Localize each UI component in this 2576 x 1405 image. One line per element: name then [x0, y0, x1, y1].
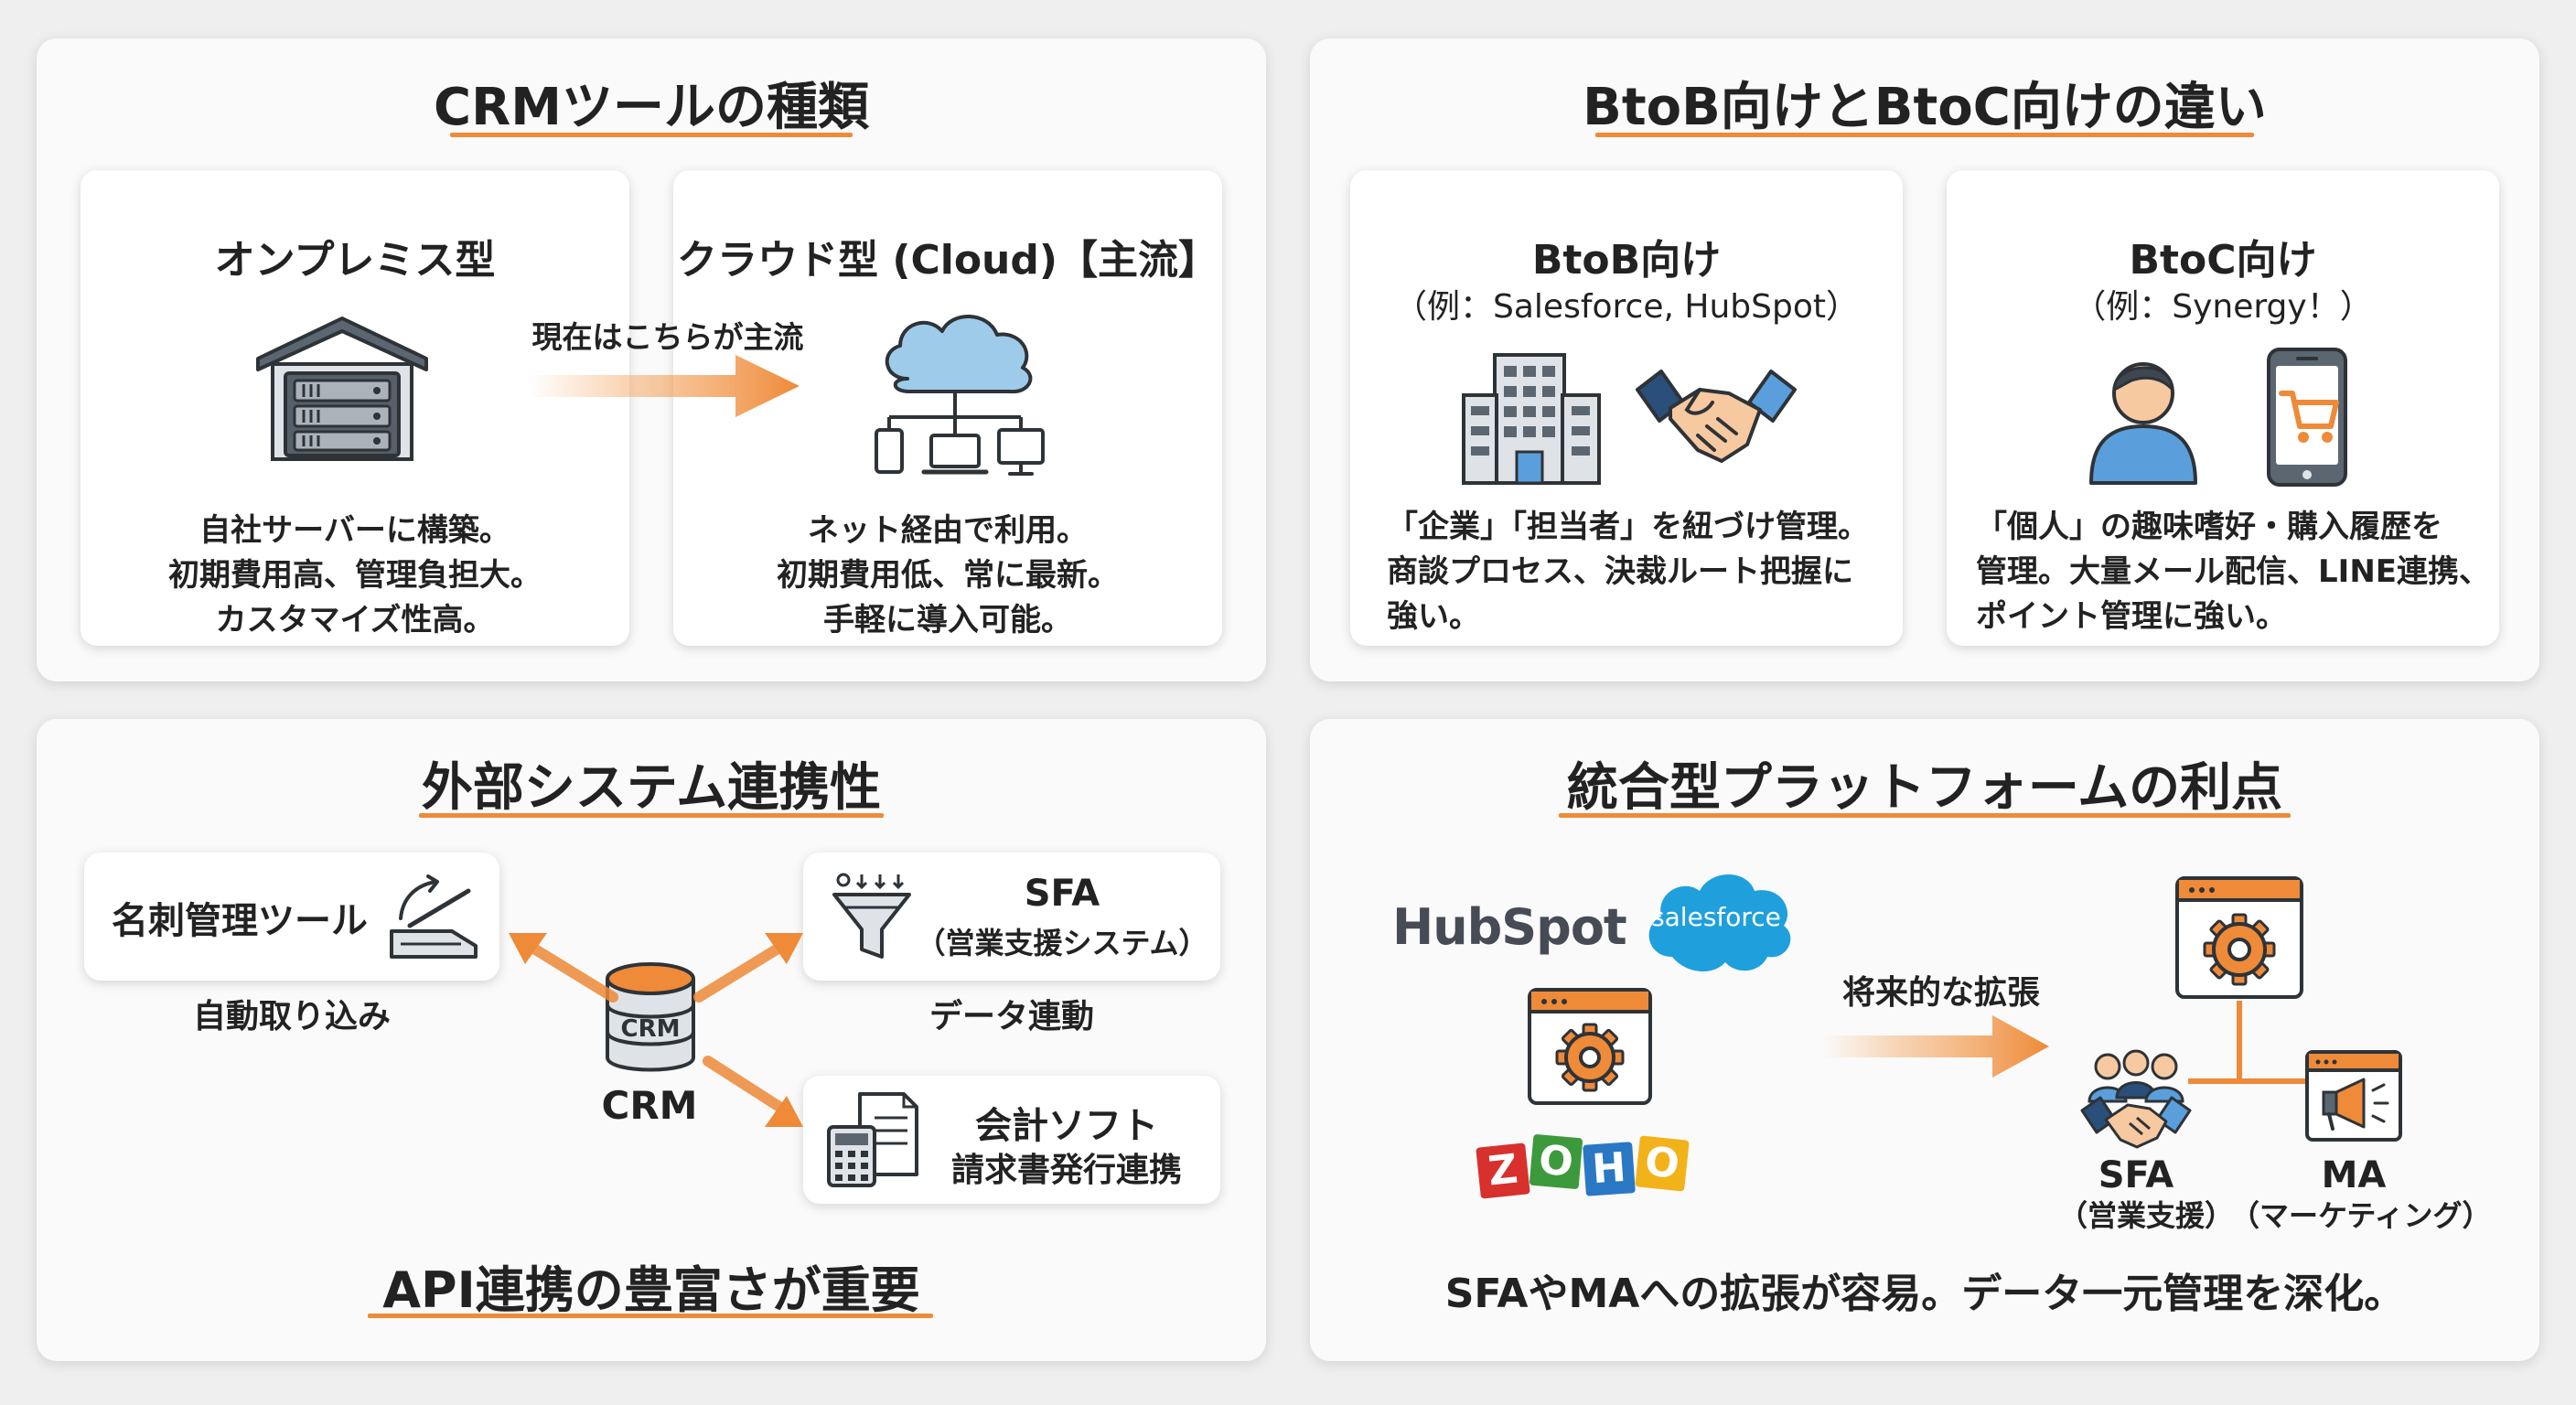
office-building-icon: [1462, 353, 1601, 485]
accounting-icon: [827, 1092, 918, 1187]
handshake-icon: [1636, 370, 1797, 463]
btob-description: 「企業」「担当者」を紐づけ管理。 商談プロセス、決裁ルート把握に 強い。: [1387, 505, 1869, 639]
btob-card: BtoB向け （例：Salesforce, HubSpot） 「企業」「担当者」…: [1350, 170, 1903, 646]
panel-crm-types: CRMツールの種類 オンプレミス型 自社サーバーに構築。 初期費用高、管: [37, 38, 1266, 681]
panel-integration: 外部システム連携性 名刺管理ツール 自動取り込み SFA （営業支援システム） …: [37, 719, 1266, 1361]
title-underline: [450, 133, 853, 137]
desc-line: 「企業」「担当者」を紐づけ管理。: [1387, 509, 1869, 545]
onprem-description: 自社サーバーに構築。 初期費用高、管理負担大。 カスタマイズ性高。: [80, 509, 629, 643]
cloud-description: ネット経由で利用。 初期費用低、常に最新。 手軽に導入可能。: [673, 509, 1222, 643]
arrow-label-expansion: 将来的な拡張: [1841, 974, 2040, 1012]
desc-line: 「個人」の趣味嗜好・購入履歴を: [1976, 509, 2442, 545]
panel-btob-btoc: BtoB向けとBtoC向けの違い BtoB向け （例：Salesforce, H…: [1310, 38, 2539, 681]
btoc-card: BtoC向け （例：Synergy！） 「個人」の趣味嗜好・購入履歴を 管理。大…: [1947, 170, 2499, 646]
crm-label: CRM: [601, 1083, 698, 1128]
cloud-devices-icon: [875, 315, 1045, 476]
footer-underline: [368, 1314, 933, 1318]
meishi-caption: 自動取り込み: [192, 998, 391, 1035]
platform-footer: SFAやMAへの拡張が容易。データ一元管理を深化。: [1444, 1271, 2405, 1317]
onprem-title: オンプレミス型: [214, 237, 496, 284]
arrow-to-meishi: [509, 933, 618, 1003]
zoho-letter: O: [1635, 1135, 1690, 1192]
scanner-icon: [390, 874, 478, 959]
platform-sfa-title: SFA: [2098, 1154, 2174, 1196]
panel-platform: 統合型プラットフォームの利点 HubSpot salesforce Z: [1310, 719, 2539, 1361]
expansion-arrow: [1822, 1015, 2049, 1078]
smartphone-cart-icon: [2267, 348, 2347, 487]
sfa-caption: データ連動: [928, 998, 1094, 1035]
person-icon: [2089, 362, 2197, 485]
panel-title: BtoB向けとBtoC向けの違い: [1583, 78, 2267, 137]
zoho-logo: Z O H O: [1476, 1132, 1694, 1206]
settings-window-icon: [2175, 876, 2303, 999]
panel-title: CRMツールの種類: [434, 78, 869, 137]
funnel-icon: [832, 873, 911, 959]
sfa-title: SFA: [1024, 873, 1100, 915]
settings-window-icon: [1528, 988, 1652, 1105]
btoc-example: （例：Synergy！）: [2073, 288, 2373, 326]
api-footer: API連携の豊富さが重要: [382, 1261, 920, 1319]
salesforce-logo-text: salesforce: [1651, 902, 1781, 932]
arrow-to-accounting: [703, 1056, 803, 1127]
panel-title: 外部システム連携性: [421, 758, 882, 818]
zoho-letter: O: [1529, 1133, 1583, 1190]
desc-line: 手軽に導入可能。: [823, 602, 1072, 638]
title-underline: [419, 813, 884, 818]
meishi-card: 名刺管理ツール: [84, 853, 499, 981]
desc-line: ポイント管理に強い。: [1976, 598, 2287, 635]
hubspot-logo: HubSpot: [1392, 898, 1627, 956]
meishi-label: 名刺管理ツール: [112, 900, 368, 942]
sfa-card: SFA （営業支援システム）: [803, 853, 1220, 981]
title-underline: [1595, 133, 2254, 137]
team-handshake-icon: [2080, 1049, 2192, 1149]
platform-ma-subtitle: （マーケティング）: [2230, 1198, 2492, 1233]
panel-title: 統合型プラットフォームの利点: [1566, 758, 2283, 818]
mainstream-arrow: [529, 355, 800, 417]
cloud-title: クラウド型 (Cloud)【主流】: [677, 237, 1218, 284]
desc-line: ネット経由で利用。: [808, 512, 1088, 549]
accounting-card: 会計ソフト 請求書発行連携: [803, 1076, 1220, 1204]
platform-sfa-subtitle: （営業支援）: [2058, 1198, 2235, 1233]
zoho-letter: Z: [1476, 1142, 1530, 1199]
arrow-label-mainstream: 現在はこちらが主流: [531, 319, 804, 355]
arrow-to-sfa: [693, 933, 803, 1003]
megaphone-window-icon: [2305, 1050, 2402, 1142]
salesforce-logo-cloud: [1648, 874, 1791, 972]
title-underline: [1559, 813, 2291, 818]
desc-line: 管理。大量メール配信、LINE連携、: [1976, 553, 2490, 590]
platform-ma-title: MA: [2321, 1154, 2387, 1196]
desc-line: カスタマイズ性高。: [215, 602, 495, 638]
btoc-description: 「個人」の趣味嗜好・購入履歴を 管理。大量メール配信、LINE連携、 ポイント管…: [1976, 505, 2490, 639]
cloud-card: クラウド型 (Cloud)【主流】 ネット経由で利用。 初期費用低、常に最新。 …: [673, 170, 1222, 646]
btob-example: （例：Salesforce, HubSpot）: [1394, 288, 1859, 326]
crm-database-icon: CRM: [606, 962, 695, 1072]
btob-title: BtoB向け: [1531, 237, 1722, 284]
zoho-letter: H: [1583, 1142, 1636, 1196]
sfa-subtitle: （営業支援システム）: [916, 926, 1208, 960]
desc-line: 商談プロセス、決裁ルート把握に: [1387, 553, 1853, 590]
desc-line: 強い。: [1387, 598, 1480, 635]
desc-line: 自社サーバーに構築。: [199, 512, 510, 549]
desc-line: 初期費用高、管理負担大。: [168, 557, 542, 594]
btoc-title: BtoC向け: [2129, 237, 2317, 284]
accounting-subtitle: 請求書発行連携: [950, 1152, 1182, 1189]
onprem-card: オンプレミス型 自社サーバーに構築。 初期費用高、管理負担大。 カスタマイズ性高…: [80, 170, 629, 646]
warehouse-server-icon: [256, 316, 428, 461]
accounting-title: 会計ソフト: [975, 1105, 1158, 1147]
crm-icon-text: CRM: [621, 1015, 681, 1043]
desc-line: 初期費用低、常に最新。: [777, 557, 1119, 594]
